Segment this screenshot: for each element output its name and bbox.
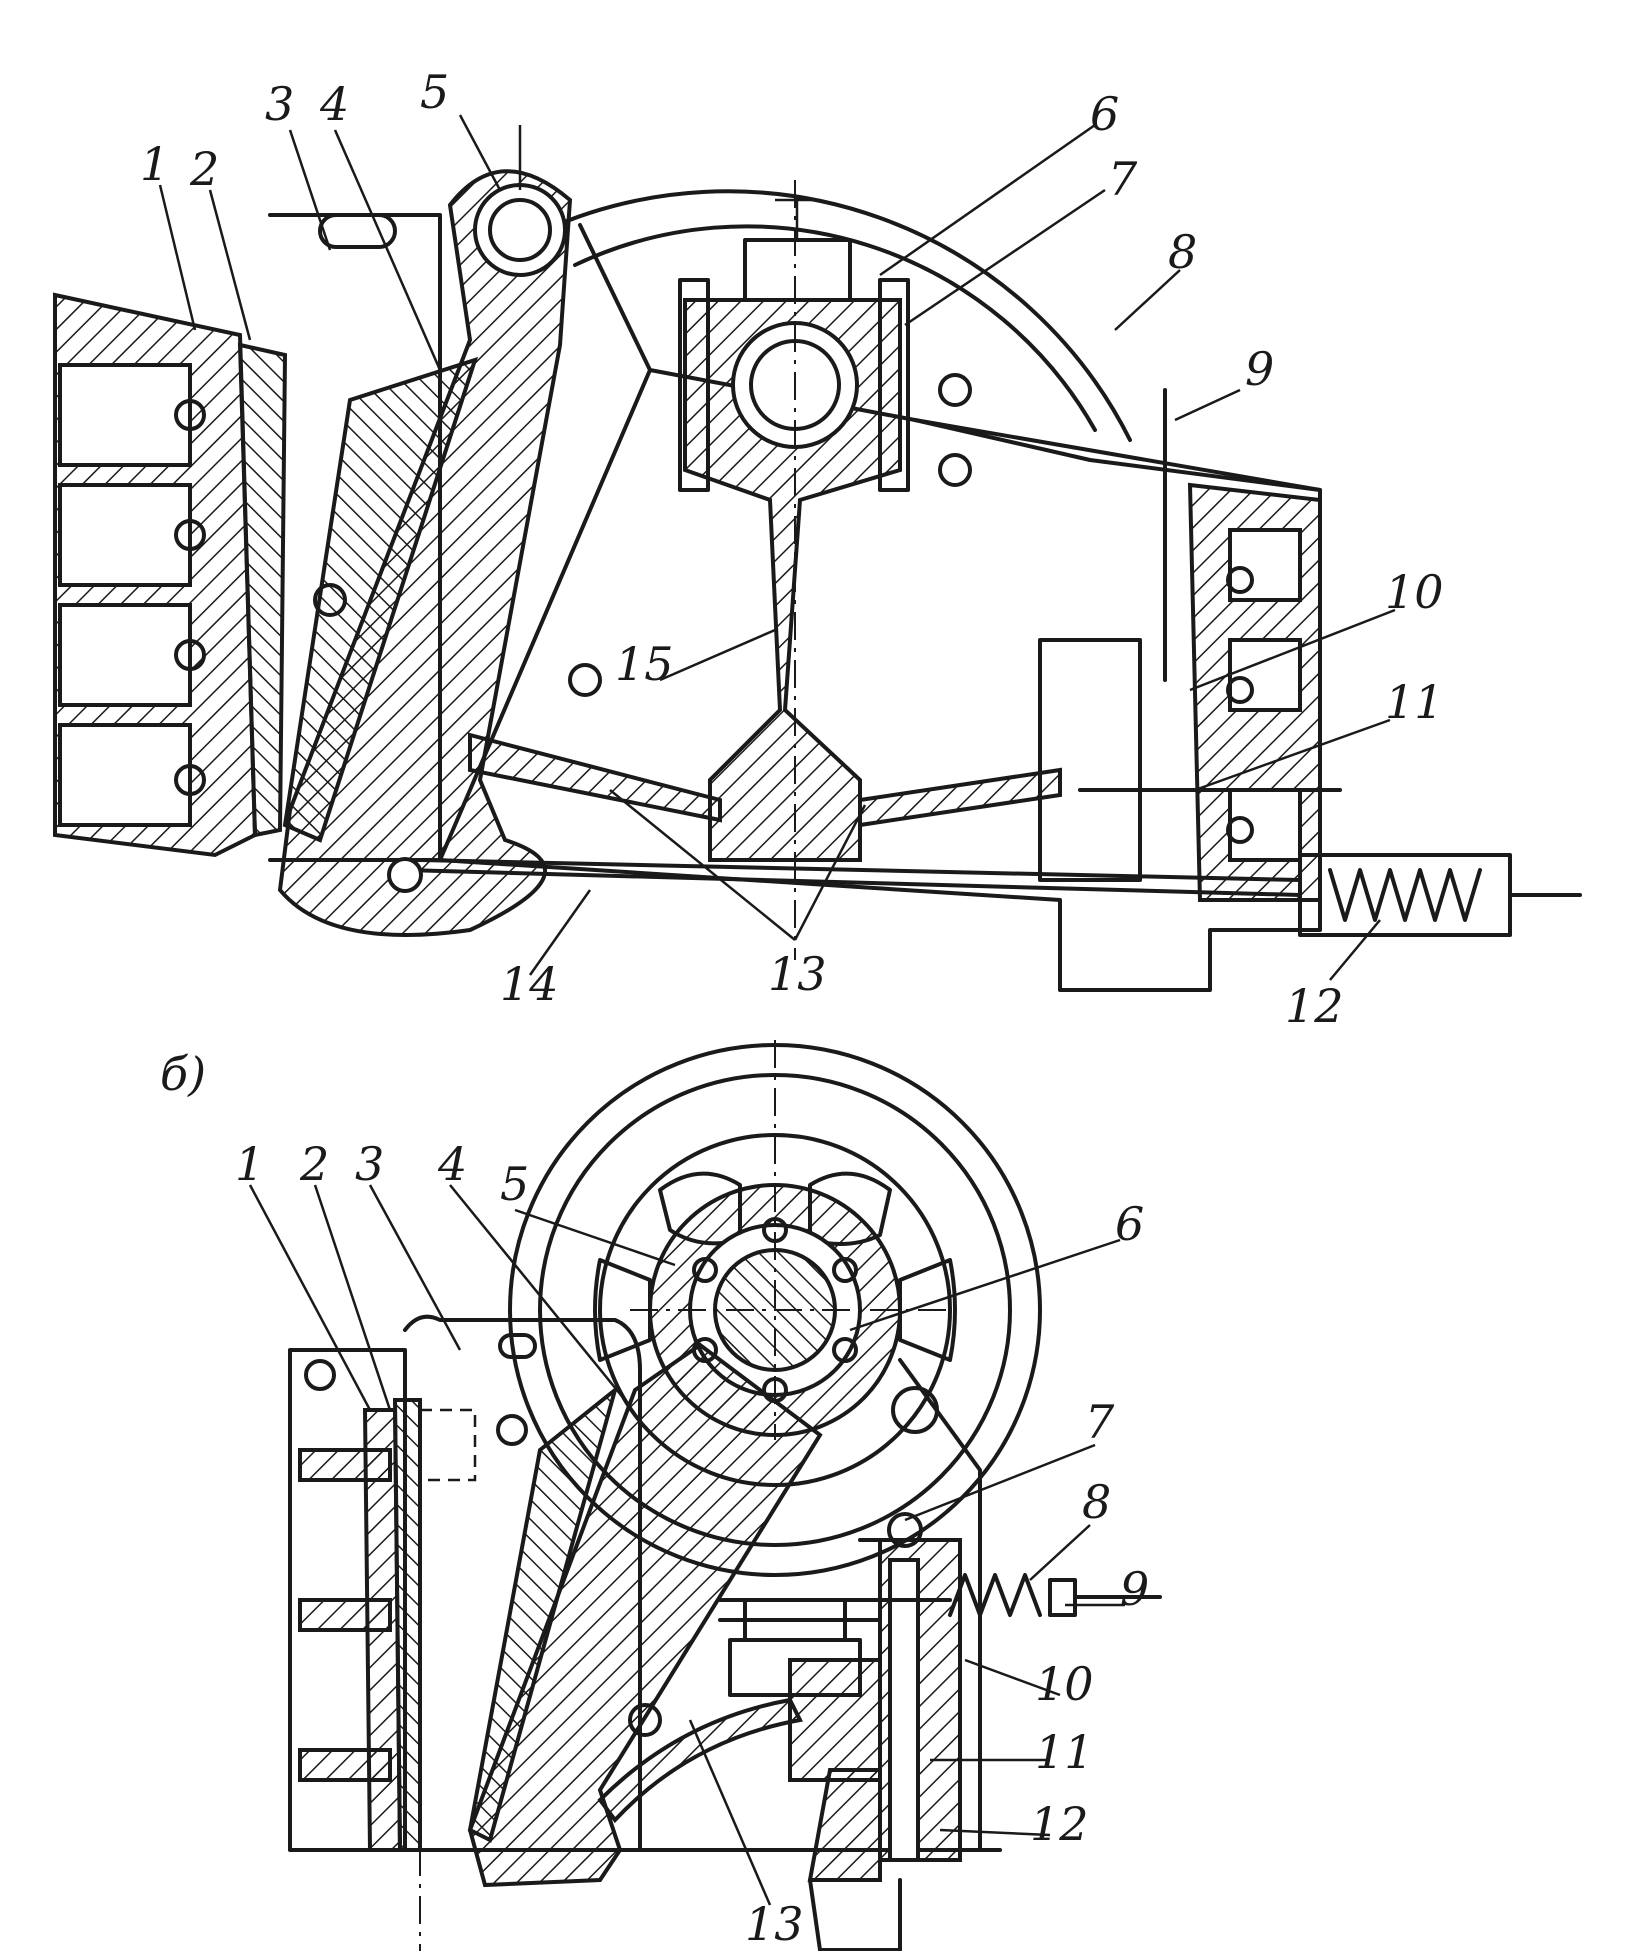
label-a-1: 1: [140, 137, 169, 191]
bolt-holes-b: [628, 1386, 939, 1737]
label-b-2: 2: [299, 1137, 329, 1191]
label-a-3: 3: [265, 77, 294, 131]
labels-a: 1 2 3 4 5 6 7 8 9 10 11 12 13 14 15: [140, 65, 1444, 1033]
toggle-plates-a: [468, 732, 1062, 828]
spring-assembly-a: [1298, 853, 1582, 937]
bolt-holes-a: [568, 373, 972, 697]
label-b-1: 1: [235, 1137, 264, 1191]
label-b-6: 6: [1115, 1197, 1144, 1251]
flywheel-a: [543, 189, 1132, 442]
label-a-15: 15: [615, 637, 674, 691]
label-a-9: 9: [1245, 342, 1274, 396]
leaders-b: [248, 1184, 1125, 1906]
label-a-13: 13: [768, 947, 827, 1001]
label-a-2: 2: [189, 142, 219, 196]
figure-a: 1 2 3 4 5 6 7 8 9 10 11 12 13 14 15: [53, 65, 1582, 1033]
label-a-12: 12: [1285, 979, 1344, 1033]
fixed-jaw-b: [362, 1398, 422, 1852]
label-b-12: 12: [1030, 1797, 1089, 1851]
figure-b: б): [160, 1040, 1162, 1951]
label-a-6: 6: [1090, 87, 1119, 141]
label-b-4: 4: [437, 1137, 467, 1191]
label-b-11: 11: [1035, 1725, 1094, 1779]
label-a-10: 10: [1385, 565, 1444, 619]
label-b-10: 10: [1035, 1657, 1094, 1711]
label-a-4: 4: [319, 77, 349, 131]
label-a-8: 8: [1168, 225, 1197, 279]
leaders-a: [158, 114, 1396, 981]
label-a-5: 5: [420, 65, 449, 119]
side-plate-b: [418, 1333, 537, 1482]
tie-rod-a: [387, 857, 1302, 897]
swing-jaw-a: [277, 125, 573, 937]
label-b-5: 5: [500, 1157, 529, 1211]
label-b-13: 13: [745, 1897, 804, 1951]
label-b-7: 7: [1085, 1395, 1115, 1449]
figure-b-marker: б): [160, 1047, 206, 1101]
fixed-jaw-frame-a: [53, 292, 288, 858]
label-a-11: 11: [1385, 675, 1444, 729]
labels-b: 1 2 3 4 5 6 7 8 9 10 11 12 13: [235, 1137, 1149, 1951]
label-a-14: 14: [500, 957, 559, 1011]
label-b-3: 3: [355, 1137, 384, 1191]
adjustment-housing-b: [807, 1512, 962, 1951]
label-b-8: 8: [1082, 1475, 1111, 1529]
label-b-9: 9: [1120, 1562, 1149, 1616]
swing-jaw-b: [467, 1342, 823, 1888]
toggle-plate-b: [597, 1658, 882, 1824]
label-a-7: 7: [1108, 152, 1138, 206]
